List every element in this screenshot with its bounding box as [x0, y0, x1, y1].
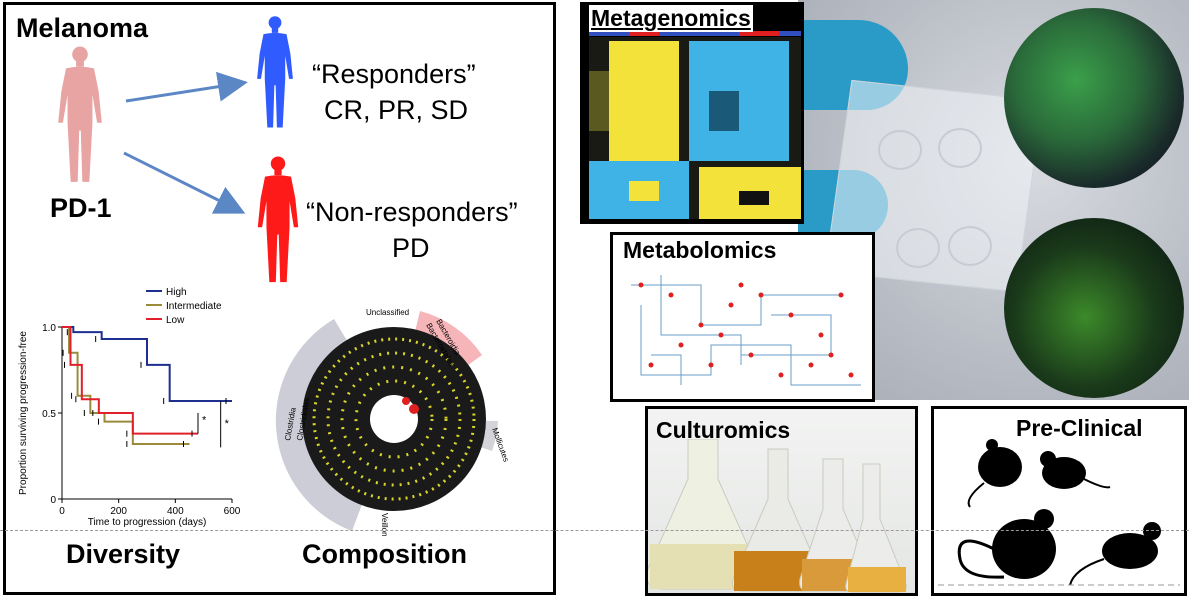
melanoma-title: Melanoma [16, 13, 149, 43]
diversity-label: Diversity [66, 539, 181, 569]
label-unclassified: Unclassified [366, 308, 409, 317]
x-tick-label: 0 [59, 506, 65, 517]
treatment-label: PD-1 [50, 193, 112, 223]
cladogram-ring-2 [326, 351, 462, 487]
melanoma-panel: Melanoma PD-1 “Responders” CR, PR, SD “N… [3, 2, 556, 595]
chip-well [896, 228, 940, 268]
metabolomics-title: Metabolomics [621, 237, 779, 264]
chip-well [938, 128, 982, 168]
label-veillonellales: Veillonellales [380, 513, 389, 536]
flask-4-liquid [848, 567, 906, 592]
significance-star: * [202, 414, 207, 426]
culture-flasks [648, 439, 907, 593]
culturomics-title: Culturomics [656, 417, 791, 443]
x-tick-label: 200 [110, 506, 127, 517]
x-tick-label: 400 [167, 506, 184, 517]
x-axis-label: Time to progression (days) [88, 517, 207, 528]
arrow-to-nonresponders [123, 151, 246, 214]
legend-label: High [166, 287, 187, 298]
km-line-low [62, 326, 198, 435]
culturomics-panel: Culturomics [645, 406, 918, 596]
y-tick-label: 0.5 [42, 409, 56, 420]
cladogram-node [402, 397, 410, 405]
metagenomics-panel: Metagenomics [580, 2, 804, 224]
microscopy-cells-bottom [1004, 218, 1184, 398]
significance-star: * [225, 418, 230, 430]
metabolomics-panel: Metabolomics [610, 232, 875, 402]
responders-label: “Responders” [312, 59, 476, 89]
cladogram-node [409, 404, 419, 414]
cladogram-ring-1 [312, 337, 476, 501]
mouse-4 [1102, 533, 1158, 569]
microscopy-tissue-top [1004, 8, 1184, 188]
y-tick-label: 0 [50, 495, 56, 506]
chip-well [948, 226, 992, 266]
cladogram: Unclassified Bacteroidia Bacteroidales C… [275, 308, 511, 536]
metagenomics-heatmap [589, 31, 801, 219]
composition-label: Composition [302, 539, 467, 569]
metabolic-network [631, 275, 861, 386]
nonresponders-subtitle: PD [392, 233, 430, 263]
arrow-to-responders [125, 71, 248, 103]
mouse-1 [978, 447, 1022, 487]
mice-silhouettes [938, 439, 1180, 586]
cladogram-ring-3 [340, 365, 448, 473]
dashed-divider [0, 530, 1189, 531]
cladogram-center [370, 395, 418, 443]
x-tick-label: 600 [224, 506, 241, 517]
y-tick-label: 1.0 [42, 323, 56, 334]
nonresponders-label: “Non-responders” [306, 197, 518, 227]
cladogram-ring-4 [354, 379, 434, 459]
preclinical-panel: Pre-Clinical [931, 406, 1187, 596]
km-line-high [62, 326, 232, 402]
chip-well [878, 130, 922, 170]
nonresponder-figure [257, 156, 299, 283]
responders-subtitle: CR, PR, SD [324, 95, 469, 125]
legend-label: Intermediate [166, 301, 222, 312]
patient-figures [58, 16, 299, 283]
patient-figure [58, 46, 102, 182]
metagenomics-title: Metagenomics [589, 5, 753, 32]
y-axis-label: Proportion surviving progression-free [18, 331, 29, 495]
mouse-3 [992, 519, 1056, 579]
responder-figure [257, 16, 293, 128]
legend-label: Low [166, 315, 185, 326]
preclinical-title: Pre-Clinical [1016, 415, 1143, 441]
